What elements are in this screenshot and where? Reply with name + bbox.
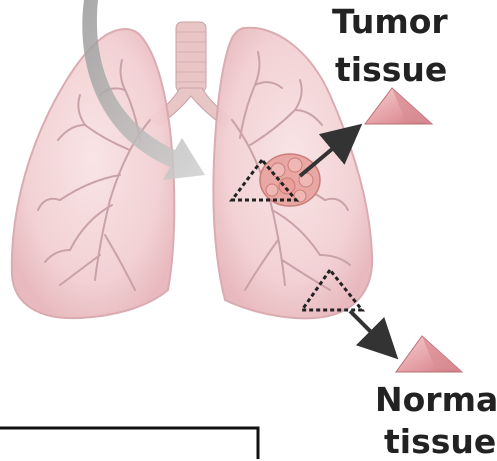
tumor-tissue-label-line1: Tumor [332,5,448,39]
normal-pyramid-icon [396,336,462,372]
normal-tissue-label-line2: tissue [384,425,496,459]
normal-sample-arrow [350,311,387,348]
frame-box [0,428,258,459]
tumor-pyramid-icon [365,88,432,124]
tumor-mass [260,154,320,206]
tumor-tissue-label-line2: tissue [335,53,447,87]
normal-tissue-label-line1: Normal [375,383,497,417]
